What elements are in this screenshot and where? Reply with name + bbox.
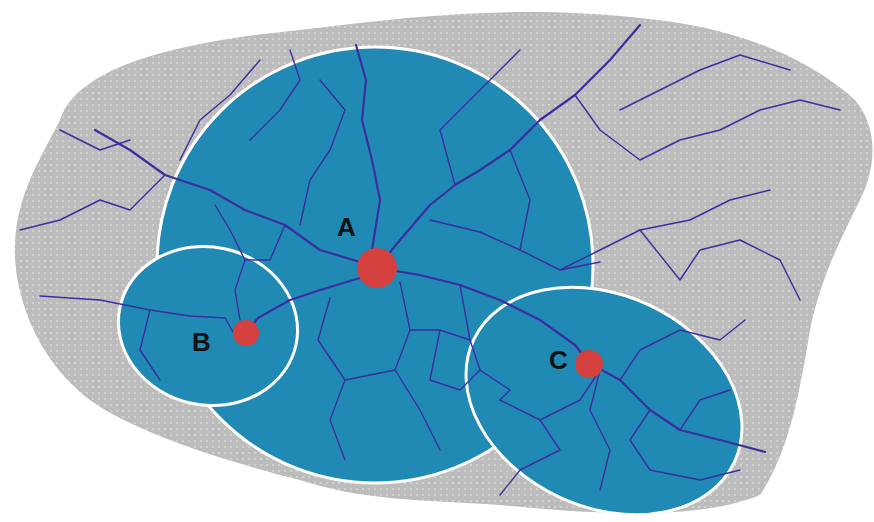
area-label: B — [190, 328, 213, 356]
area-outline — [116, 245, 300, 407]
area-label: A — [335, 213, 358, 241]
outlet-dot — [575, 350, 603, 378]
drainage-area: B — [116, 245, 300, 407]
area-label: C — [547, 346, 570, 374]
area-shape — [429, 244, 780, 522]
outlet-dot — [233, 320, 259, 346]
land-area — [15, 12, 873, 513]
area-shape — [104, 230, 313, 422]
outlet-dot — [357, 248, 397, 288]
